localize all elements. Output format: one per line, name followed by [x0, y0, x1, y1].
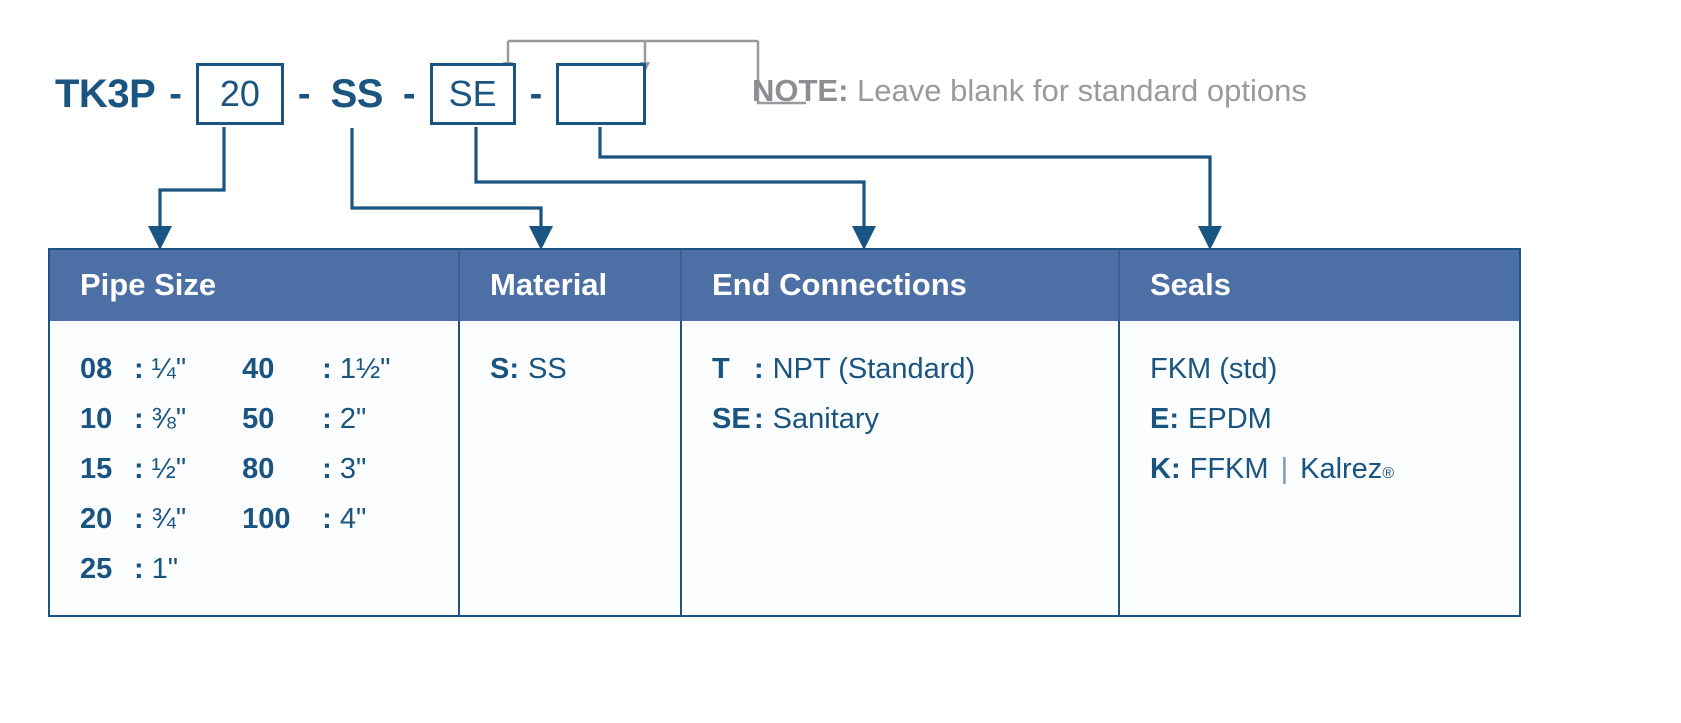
pipe-colon: :	[134, 353, 144, 386]
material-code: S	[490, 353, 510, 386]
seal-value-alt: Kalrez	[1300, 452, 1383, 485]
list-item: 15 : ½"	[80, 445, 186, 495]
seal-value: FFKM	[1189, 452, 1269, 485]
code-box-end-connections[interactable]: SE	[429, 63, 516, 125]
pipe-value: ¾"	[151, 502, 187, 535]
pipe-code: 10	[80, 403, 113, 436]
pipe-code: 25	[80, 552, 113, 585]
pipe-size-column-b: 40 : 1½" 50 : 2" 80 : 3"	[242, 345, 390, 594]
pipe-code: 100	[242, 502, 291, 535]
seal-divider: |	[1280, 452, 1289, 485]
list-item: 20 : ¾"	[80, 495, 186, 545]
cell-seals: FKM (std) E : EPDM K : FFKM | Kalrez®	[1120, 321, 1519, 614]
material-arrowhead	[529, 226, 553, 250]
header-seals: Seals	[1150, 267, 1232, 302]
pipe-code: 08	[80, 353, 113, 386]
note-text: NOTE: Leave blank for standard options	[752, 72, 1307, 109]
pipe-value: ½"	[151, 452, 187, 485]
end-connections-arrowhead	[852, 226, 876, 250]
endconn-value: Sanitary	[772, 403, 880, 436]
pipe-code: 80	[242, 452, 275, 485]
code-box-pipe-size[interactable]: 20	[195, 63, 284, 125]
note-body: Leave blank for standard options	[848, 73, 1307, 108]
pipe-value: ⅜"	[151, 403, 187, 436]
registered-trademark-icon: ®	[1382, 464, 1395, 482]
pipe-code: 50	[242, 403, 275, 436]
pipe-colon: :	[134, 552, 144, 585]
list-item: 25 : 1"	[80, 545, 186, 595]
pipe-colon: :	[134, 403, 144, 436]
list-item: 40 : 1½"	[242, 345, 390, 395]
seal-code: E	[1150, 403, 1170, 436]
list-item: SE : Sanitary	[712, 395, 1118, 445]
endconn-value: NPT (Standard)	[772, 353, 976, 386]
seal-code: K	[1150, 452, 1171, 485]
seal-colon: :	[1169, 403, 1180, 436]
seals-connector	[598, 127, 1212, 232]
cell-end-connections: T : NPT (Standard) SE : Sanitary	[682, 321, 1120, 615]
pipe-size-arrowhead	[148, 226, 172, 250]
seal-value: EPDM	[1188, 403, 1272, 436]
note-bracket	[506, 39, 806, 105]
pipe-colon: :	[322, 403, 332, 436]
code-box-seals[interactable]	[556, 63, 647, 125]
list-item: K : FFKM | Kalrez®	[1150, 445, 1519, 495]
list-item: E : EPDM	[1150, 395, 1519, 445]
material-colon: :	[509, 353, 520, 386]
pipe-value: 1"	[151, 552, 179, 585]
pipe-colon: :	[134, 452, 144, 485]
list-item: FKM (std)	[1150, 345, 1519, 395]
pipe-colon: :	[134, 502, 144, 535]
list-item: T : NPT (Standard)	[712, 345, 1118, 395]
table-body-row: 08 : ¼" 10 : ⅜" 15 : ½"	[50, 321, 1519, 615]
endconn-code: T	[712, 353, 730, 386]
code-dash-3: -	[402, 73, 416, 115]
header-end-connections: End Connections	[682, 250, 1120, 322]
list-item: 50 : 2"	[242, 395, 390, 445]
code-dash-1: -	[169, 73, 182, 115]
list-item: 08 : ¼"	[80, 345, 186, 395]
endconn-code: SE	[712, 403, 751, 436]
pipe-value: ¼"	[151, 353, 187, 386]
options-table: Pipe Size Material End Connections Seals…	[48, 248, 1521, 617]
header-pipe-size: Pipe Size	[50, 250, 460, 322]
pipe-colon: :	[322, 502, 332, 535]
code-dash-4: -	[529, 73, 543, 115]
pipe-code: 15	[80, 452, 113, 485]
pipe-size-column-a: 08 : ¼" 10 : ⅜" 15 : ½"	[80, 345, 186, 594]
pipe-colon: :	[322, 452, 332, 485]
model-prefix: TK3P	[55, 72, 156, 116]
endconn-colon: :	[754, 353, 764, 386]
material-connector	[350, 128, 543, 232]
pipe-value: 2"	[339, 403, 367, 436]
seal-value: FKM (std)	[1150, 353, 1278, 386]
table-header-row: Pipe Size Material End Connections Seals	[50, 250, 1519, 322]
list-item: 10 : ⅜"	[80, 395, 186, 445]
list-item: S : SS	[490, 345, 680, 395]
note-label: NOTE:	[752, 73, 849, 108]
pipe-value: 3"	[339, 452, 367, 485]
model-code-row: TK3P - 20 - SS - SE -	[55, 62, 647, 126]
code-value-material: SS	[330, 72, 384, 116]
pipe-code: 40	[242, 353, 275, 386]
pipe-value: 4"	[339, 502, 367, 535]
pipe-code: 20	[80, 502, 113, 535]
seals-arrowhead	[1198, 226, 1222, 250]
list-item: 100 : 4"	[242, 495, 390, 545]
list-item: 80 : 3"	[242, 445, 390, 495]
header-material: Material	[460, 250, 682, 322]
seal-colon: :	[1170, 452, 1181, 485]
pipe-value: 1½"	[339, 353, 391, 386]
code-dash-2: -	[297, 73, 311, 115]
pipe-colon: :	[322, 353, 332, 386]
endconn-colon: :	[754, 403, 764, 436]
material-value: SS	[528, 353, 567, 386]
cell-pipe-size: 08 : ¼" 10 : ⅜" 15 : ½"	[50, 321, 460, 615]
cell-material: S : SS	[460, 321, 682, 615]
pipe-size-connector	[158, 127, 226, 232]
end-connections-connector	[474, 127, 866, 232]
